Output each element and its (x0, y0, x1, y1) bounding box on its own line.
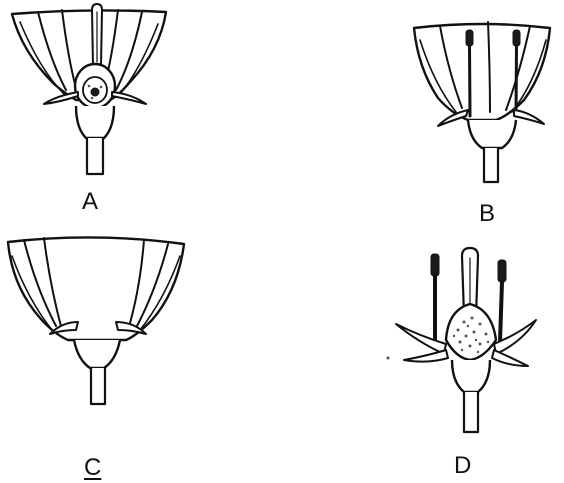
flower-b-drawing (414, 22, 550, 182)
label-a: A (82, 190, 98, 214)
label-c: C (84, 456, 101, 480)
flower-d-drawing (387, 248, 537, 432)
flower-c-drawing (8, 237, 184, 404)
label-d: D (454, 454, 471, 478)
label-b: B (479, 202, 495, 226)
flower-a-drawing (12, 4, 166, 174)
